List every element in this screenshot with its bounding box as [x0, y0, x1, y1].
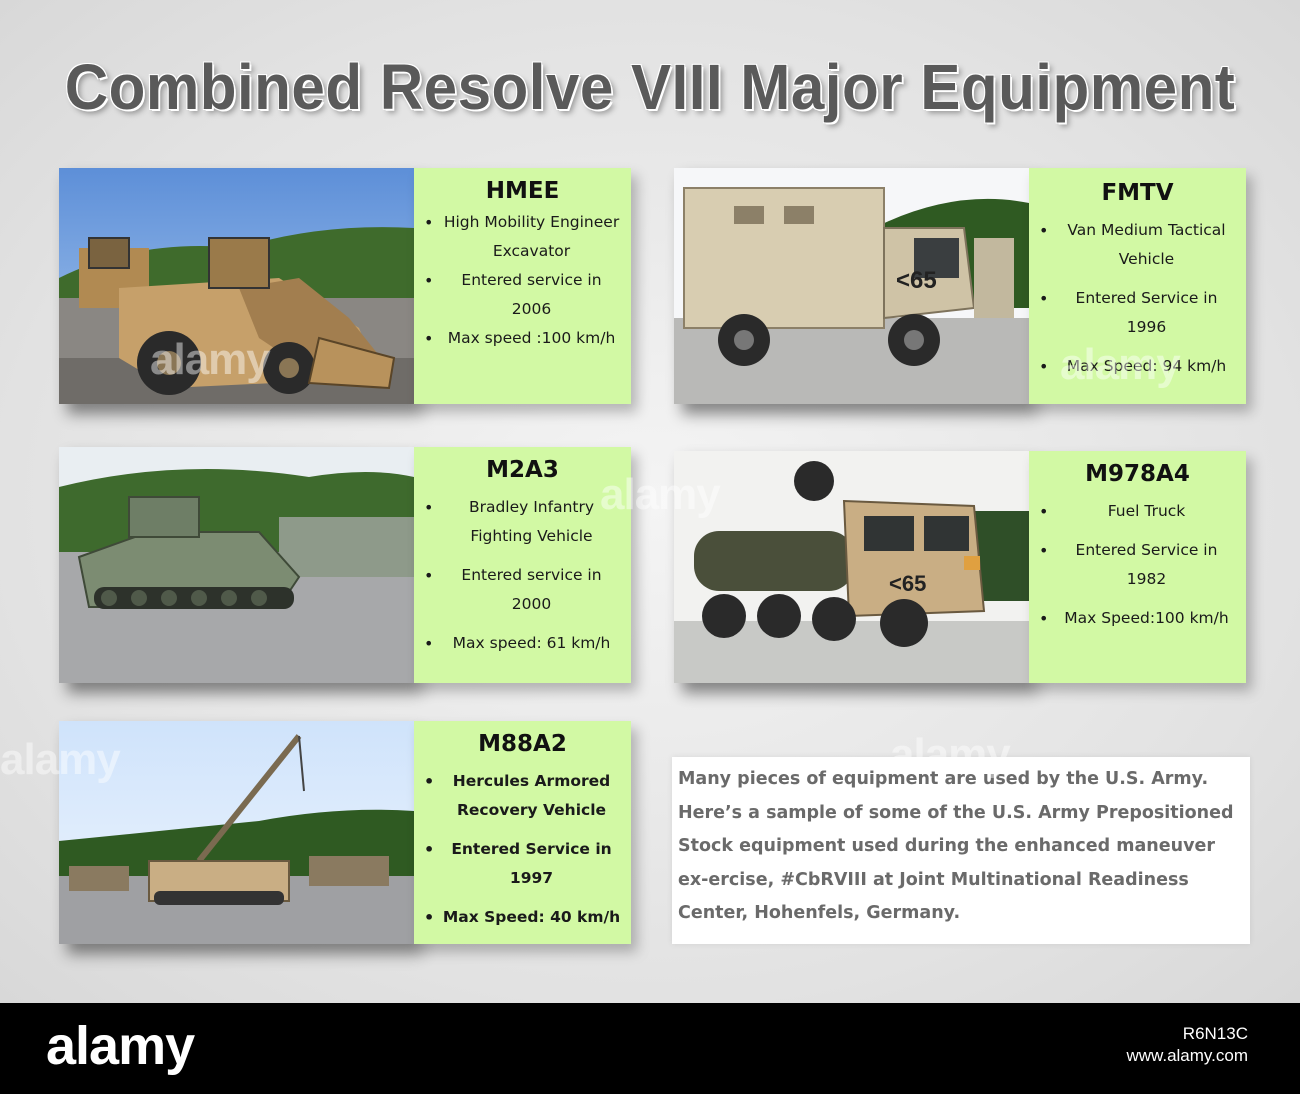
hmee-bullet-speed: Max speed :100 km/h — [424, 324, 621, 353]
poster-title: Combined Resolve VIII Major Equipment — [64, 51, 1236, 123]
m2a3-photo — [59, 447, 414, 683]
watermark: alamy — [0, 735, 121, 784]
m978a4-photo: <65 — [674, 451, 1029, 683]
footer-image-info: R6N13C www.alamy.com — [1126, 1023, 1248, 1067]
m978a4-info: M978A4 Fuel Truck Entered Service in 198… — [1029, 451, 1246, 683]
description-box: Many pieces of equipment are used by the… — [672, 757, 1250, 944]
m88a2-bullet-service: Entered Service in 1997 — [424, 835, 621, 893]
hmee-info: HMEE High Mobility Engineer Excavator En… — [414, 168, 631, 404]
watermark: alamy — [150, 335, 271, 384]
m978a4-name: M978A4 — [1085, 461, 1190, 487]
hmee-name: HMEE — [485, 178, 560, 204]
footer-bar: alamy R6N13C www.alamy.com — [0, 1003, 1300, 1094]
hmee-photo — [59, 168, 414, 404]
m978a4-bullet-description: Fuel Truck — [1039, 497, 1236, 526]
footer-image-id: R6N13C — [1182, 1024, 1248, 1043]
m2a3-bullet-description: Bradley Infantry Fighting Vehicle — [424, 493, 621, 551]
hmee-bullet-service: Entered service in 2006 — [424, 266, 621, 324]
watermark: alamy — [890, 730, 1011, 779]
m2a3-bullet-service: Entered service in 2000 — [424, 561, 621, 619]
fmtv-bullet-service: Entered Service in 1996 — [1039, 284, 1236, 342]
fmtv-name: FMTV — [1101, 180, 1174, 206]
m88a2-photo — [59, 721, 414, 944]
fmtv-vehicle-marking: <65 — [896, 267, 937, 294]
m2a3-name: M2A3 — [486, 457, 559, 483]
footer-logo: alamy — [46, 1016, 195, 1076]
m88a2-bullet-speed: Max Speed: 40 km/h — [424, 903, 621, 932]
m88a2-bullet-description: Hercules Armored Recovery Vehicle — [424, 767, 621, 825]
m2a3-info: M2A3 Bradley Infantry Fighting Vehicle E… — [414, 447, 631, 683]
description-text: Many pieces of equipment are used by the… — [678, 769, 1234, 923]
m978a4-bullet-service: Entered Service in 1982 — [1039, 536, 1236, 594]
fmtv-bullet-speed: Max Speed: 94 km/h — [1039, 352, 1236, 381]
hmee-bullet-description: High Mobility Engineer Excavator — [424, 208, 621, 266]
fmtv-bullet-description: Van Medium Tactical Vehicle — [1039, 216, 1236, 274]
footer-site: www.alamy.com — [1126, 1046, 1248, 1065]
poster: Combined Resolve VIII Major Equipment HM… — [0, 0, 1300, 1003]
fmtv-photo: <65 — [674, 168, 1029, 404]
fmtv-info: FMTV Van Medium Tactical Vehicle Entered… — [1029, 168, 1246, 404]
watermark: alamy — [1060, 340, 1181, 389]
m88a2-info: M88A2 Hercules Armored Recovery Vehicle … — [414, 721, 631, 944]
m2a3-bullet-speed: Max speed: 61 km/h — [424, 629, 621, 658]
m978a4-bullet-speed: Max Speed:100 km/h — [1039, 604, 1236, 633]
m88a2-name: M88A2 — [478, 731, 567, 757]
watermark: alamy — [600, 470, 721, 519]
m978a4-vehicle-marking: <65 — [889, 571, 926, 596]
